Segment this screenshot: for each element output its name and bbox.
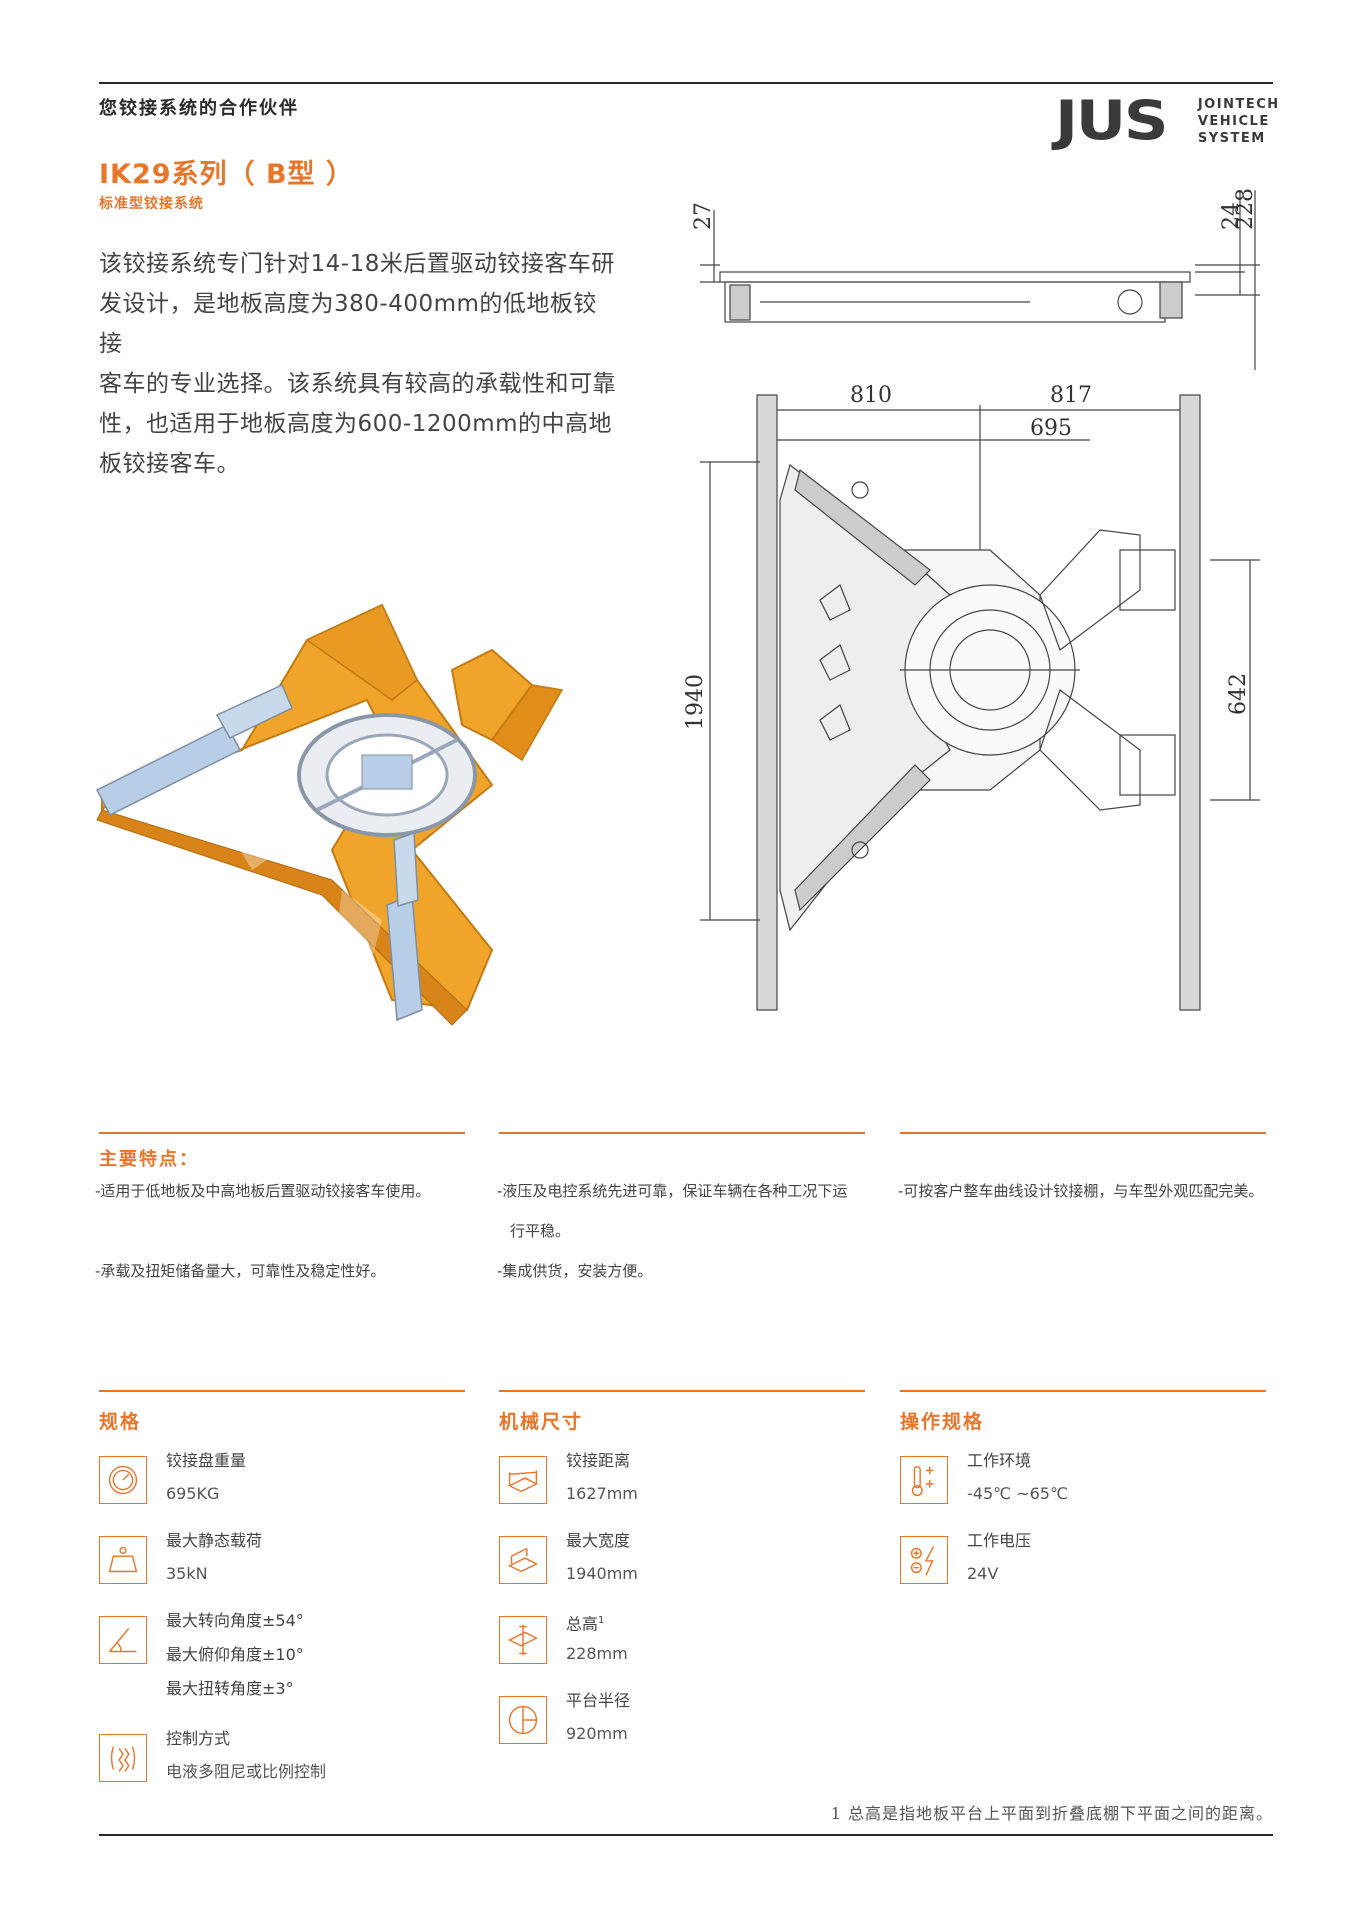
tagline: 您铰接系统的合作伙伴 [99, 98, 299, 119]
svg-text:695: 695 [1030, 416, 1072, 441]
jvs-logo: JUS JOINTECH VEHICLE SYSTEM [1055, 94, 1280, 148]
hydraulic-cylinders [95, 683, 423, 1022]
op-voltage: 工作电压 24V [900, 1530, 1260, 1590]
spec-angles: 最大转向角度±54° 最大俯仰角度±10° 最大扭转角度±3° [99, 1610, 459, 1710]
feature-item: -承载及扭矩储备量大，可靠性及稳定性好。 [95, 1262, 386, 1280]
svg-text:24: 24 [1219, 202, 1244, 230]
feature-item: -液压及电控系统先进可靠，保证车辆在各种工况下运 [497, 1182, 848, 1200]
mech-platform-radius: 平台半径 920mm [499, 1690, 859, 1750]
feature-item: -适用于低地板及中高地板后置驱动铰接客车使用。 [95, 1182, 431, 1200]
feature-item: -可按客户整车曲线设计铰接棚，与车型外观匹配完美。 [898, 1182, 1264, 1200]
features-rule-3 [900, 1132, 1266, 1134]
thermometer-icon [900, 1456, 948, 1504]
angle-icon [99, 1616, 147, 1664]
height-icon [499, 1616, 547, 1664]
product-intro: 该铰接系统专门针对14-18米后置驱动铰接客车研 发设计，是地板高度为380-4… [99, 251, 616, 477]
mech-joint-distance: 铰接距离 1627mm [499, 1450, 859, 1510]
side-view [700, 190, 1260, 370]
technical-drawing: 27 24 228 810 817 695 1940 642 [683, 188, 1260, 1011]
radius-icon [499, 1696, 547, 1744]
feature-item: -集成供货，安装方便。 [497, 1262, 653, 1280]
op-environment: 工作环境 -45℃ ~65℃ [900, 1450, 1260, 1510]
spec-control-mode: 控制方式 电液多阻尼或比例控制 [99, 1728, 459, 1788]
features-rule-1 [99, 1132, 465, 1134]
weight-icon [99, 1536, 147, 1584]
svg-text:27: 27 [691, 202, 716, 230]
operation-title: 操作规格 [900, 1411, 985, 1433]
product-subtitle: 标准型铰接系统 [99, 196, 204, 212]
logo-mark: JUS [1055, 89, 1169, 152]
features-title: 主要特点： [99, 1149, 199, 1170]
mechanical-rule [499, 1390, 865, 1392]
svg-text:1940: 1940 [683, 674, 708, 730]
joint-render-illustration [95, 603, 564, 1026]
product-title: IK29系列（ B型 ） [99, 159, 354, 190]
gauge-icon [99, 1456, 147, 1504]
width-icon [499, 1536, 547, 1584]
plan-view [700, 394, 1260, 1011]
voltage-icon [900, 1536, 948, 1584]
svg-text:228: 228 [1233, 188, 1258, 230]
features-rule-2 [499, 1132, 865, 1134]
distance-icon [499, 1456, 547, 1504]
damper-icon [99, 1734, 147, 1782]
svg-text:810: 810 [850, 383, 892, 408]
svg-text:817: 817 [1050, 383, 1092, 408]
mech-total-height: 总高1 228mm [499, 1610, 859, 1670]
feature-item: 行平稳。 [510, 1222, 571, 1240]
svg-text:642: 642 [1226, 673, 1251, 715]
spec-weight: 铰接盘重量 695KG [99, 1450, 459, 1510]
specs-title: 规格 [99, 1411, 142, 1433]
logo-text: JOINTECH VEHICLE SYSTEM [1197, 96, 1280, 146]
turntable-ring [297, 713, 477, 837]
top-rule [99, 82, 1273, 84]
operation-rule [900, 1390, 1266, 1392]
mechanical-title: 机械尺寸 [499, 1411, 584, 1433]
dimension-labels: 27 24 228 810 817 695 1940 642 [683, 188, 1258, 730]
specs-rule [99, 1390, 465, 1392]
bottom-rule [99, 1834, 1273, 1836]
spec-max-static-load: 最大静态载荷 35kN [99, 1530, 459, 1590]
footnote: 1 总高是指地板平台上平面到折叠底棚下平面之间的距离。 [830, 1804, 1273, 1823]
mech-max-width: 最大宽度 1940mm [499, 1530, 859, 1590]
